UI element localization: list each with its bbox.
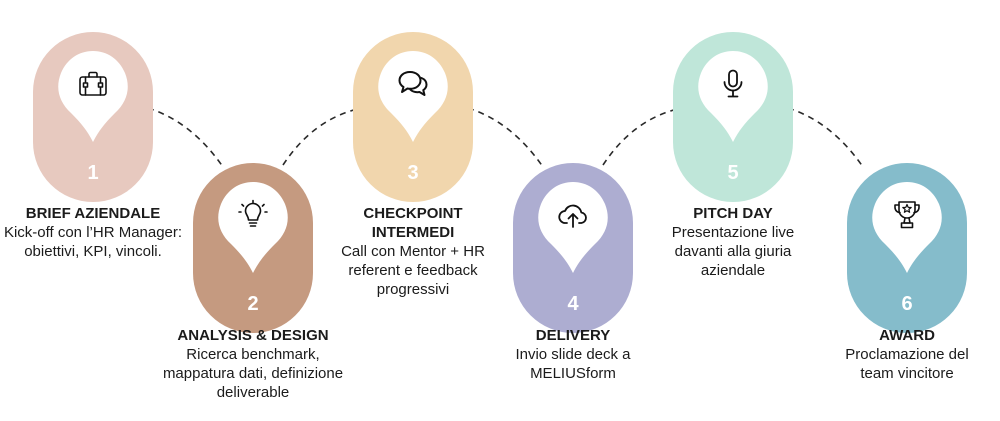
microphone-icon	[723, 69, 743, 98]
step-4: 4	[513, 163, 633, 333]
step-2-description: Ricerca benchmark, mappatura dati, defin…	[162, 346, 344, 401]
step-3-badge	[378, 50, 448, 144]
connector-2-3	[282, 107, 363, 166]
step-3-caption: CHECKPOINT INTERMEDI Call con Mentor + H…	[323, 204, 503, 299]
step-6-caption: AWARD Proclamazione del team vincitore	[822, 326, 992, 383]
step-6: 6	[847, 163, 967, 333]
step-6-title: AWARD	[879, 327, 935, 344]
step-1-title: BRIEF AZIENDALE	[25, 205, 161, 222]
connector-4-5	[602, 107, 683, 166]
step-2: 2	[193, 163, 313, 333]
connector-3-4	[467, 107, 544, 168]
step-4-caption: DELIVERY Invio slide deck a MELIUSform	[478, 326, 668, 383]
trophy-icon	[894, 201, 920, 229]
step-5-title: PITCH DAY	[693, 205, 773, 222]
step-6-description: Proclamazione del team vincitore	[845, 346, 969, 382]
step-5-caption: PITCH DAY Presentazione live davanti all…	[648, 204, 818, 280]
cloud-upload-icon	[558, 204, 587, 228]
step-4-title: DELIVERY	[535, 327, 611, 344]
step-1-number: 1	[87, 162, 99, 184]
step-2-badge	[218, 181, 288, 275]
step-2-caption: ANALYSIS & DESIGN Ricerca benchmark, map…	[158, 326, 348, 402]
step-2-title: ANALYSIS & DESIGN	[177, 327, 329, 344]
connector-5-6	[787, 107, 864, 168]
step-4-description: Invio slide deck a MELIUSform	[515, 346, 631, 382]
step-1-description: Kick-off con l’HR Manager: obiettivi, KP…	[3, 224, 183, 260]
step-4-badge	[538, 181, 608, 275]
lightbulb-icon	[238, 199, 268, 227]
step-3-description: Call con Mentor + HR referent e feedback…	[341, 243, 485, 298]
step-4-number: 4	[567, 293, 579, 315]
step-6-badge	[872, 181, 942, 275]
briefcase-icon	[79, 71, 107, 96]
step-1-badge	[58, 50, 128, 144]
step-3: 3	[353, 32, 473, 202]
step-5-number: 5	[727, 162, 739, 184]
chat-bubbles-icon	[398, 71, 428, 96]
step-5: 5	[673, 32, 793, 202]
step-1-caption: BRIEF AZIENDALE Kick-off con l’HR Manage…	[3, 204, 183, 261]
step-3-number: 3	[407, 162, 419, 184]
step-5-description: Presentazione live davanti alla giuria a…	[671, 224, 795, 279]
step-2-number: 2	[247, 293, 259, 315]
step-3-title: CHECKPOINT INTERMEDI	[363, 205, 463, 241]
step-1: 1	[33, 32, 153, 202]
step-5-badge	[698, 50, 768, 144]
step-6-number: 6	[901, 293, 913, 315]
connector-1-2	[147, 107, 224, 168]
